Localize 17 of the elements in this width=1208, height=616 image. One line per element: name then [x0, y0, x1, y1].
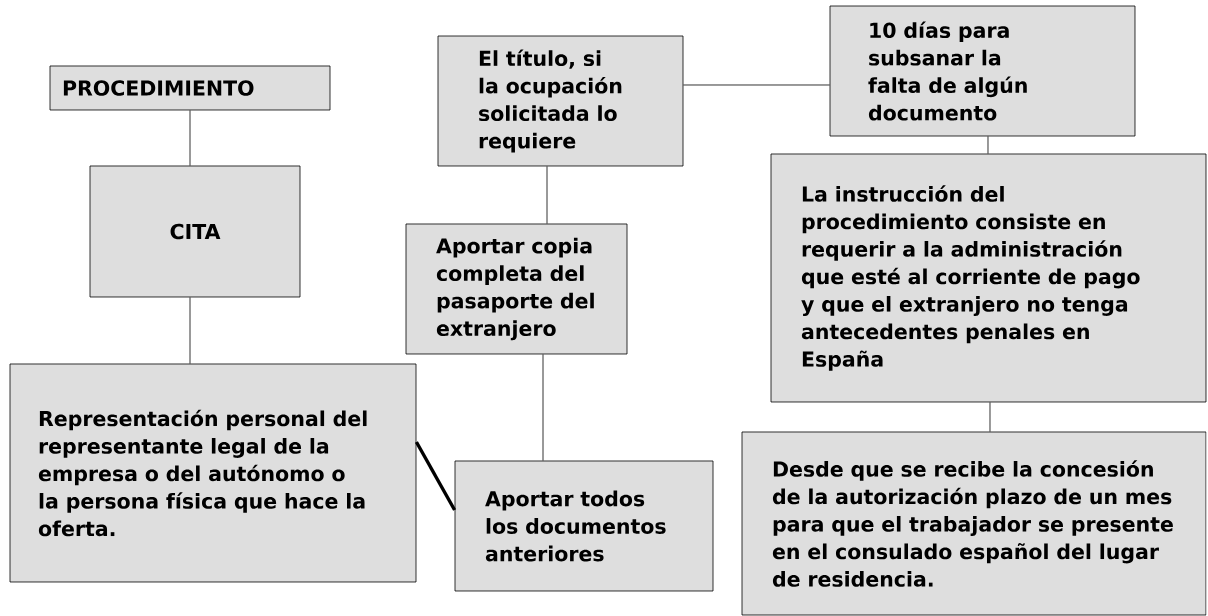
connector-line [542, 354, 544, 461]
connector-line [414, 441, 457, 511]
process-box: Aportar copia completa del pasaporte del extranjero [405, 223, 628, 355]
connector-line [989, 402, 991, 432]
process-box: Aportar todos los documentos anteriores [454, 460, 714, 592]
connector-line [189, 110, 191, 166]
process-box: Representación personal del representante legal de la empresa o del autónomo o la persona física que hace la oferta. [9, 363, 417, 583]
connector-line [546, 166, 548, 224]
connector-line [189, 297, 191, 364]
process-box: El título, si la ocupación solicitada lo requiere [437, 35, 684, 167]
process-box: CITA [89, 165, 301, 298]
process-box: La instrucción del procedimiento consiste en requerir a la administración que esté al corriente de pago y que el extranjero no tenga antecedentes penales en España [770, 153, 1207, 403]
process-box: PROCEDIMIENTO [49, 65, 331, 111]
connector-line [987, 136, 989, 154]
connector-line [683, 84, 830, 86]
process-box: 10 días para subsanar la falta de algún documento [829, 5, 1136, 137]
process-box: Desde que se recibe la concesión de la autorización plazo de un mes para que el trabajador se presente en el consulado español del lugar de residencia. [741, 431, 1207, 616]
